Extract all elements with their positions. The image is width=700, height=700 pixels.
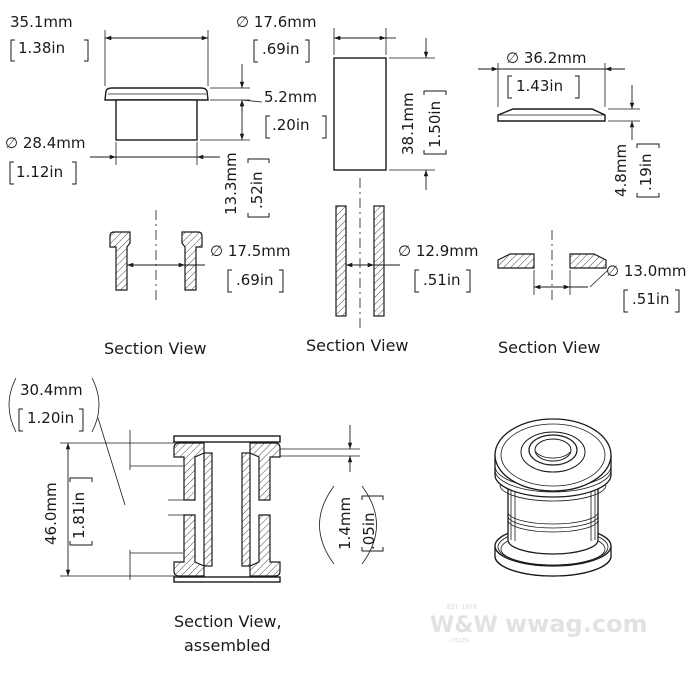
watermark: EST. 1979 W&W wwag.com CYCLES [430,604,648,644]
bushing-flange-height-mm: 5.2mm [264,88,317,106]
assembled-width-in: 1.20in [27,409,74,427]
bushing-body-height-mm: 13.3mm [222,152,240,215]
washer-section-view [497,230,609,300]
bushing-od-mm: ∅ 28.4mm [5,134,85,152]
assembled-gap-in: .05in [360,512,378,550]
assembled-height-in: 1.81in [70,492,88,539]
washer-diameter-mm: ∅ 36.2mm [506,49,586,67]
assembled-caption-line1: Section View, [174,612,282,631]
washer-thickness-mm: 4.8mm [612,144,630,197]
assembled-gap-mm: 1.4mm [336,497,354,550]
section-view-caption-2: Section View [306,336,409,355]
watermark-logo: W&W [430,613,498,638]
watermark-origin: CYCLES [450,638,469,644]
section-view-caption-1: Section View [104,339,207,358]
sleeve-bore-in: .51in [423,271,461,289]
washer-diameter-in: 1.43in [516,77,563,95]
watermark-brand: wwag.com [505,610,648,638]
sleeve-section-view [335,178,400,330]
sleeve-length-in: 1.50in [426,101,444,148]
bushing-length-mm: 35.1mm [10,13,73,31]
sleeve-length-mm: 38.1mm [399,92,417,155]
bushing-length-in: 1.38in [18,39,65,57]
bushing-section-view [109,210,205,300]
bushing-bore-mm: ∅ 17.5mm [210,242,290,260]
sleeve-body [333,57,387,171]
bushing-bore-in: .69in [236,271,274,289]
bushing-body [115,99,198,141]
sleeve-bore-mm: ∅ 12.9mm [398,242,478,260]
bushing-body-height-in: .52in [248,171,266,209]
assembled-section-view [60,417,360,583]
washer-bore-mm: ∅ 13.0mm [606,262,686,280]
watermark-est: EST. 1979 [447,604,477,611]
sleeve-diameter-mm: ∅ 17.6mm [236,13,316,31]
washer-thickness-in: .19in [637,153,655,191]
washer-bore-in: .51in [632,290,670,308]
sleeve-elevation [333,28,435,190]
bushing-od-in: 1.12in [16,163,63,181]
assembled-caption-line2: assembled [184,636,271,655]
assembled-height-mm: 46.0mm [42,482,60,545]
bushing-3d-view [494,418,612,577]
section-view-caption-3: Section View [498,338,601,357]
flanged-bushing-elevation [90,30,263,165]
assembled-width-mm: 30.4mm [20,381,83,399]
sleeve-diameter-in: .69in [262,40,300,58]
washer-elevation [478,63,640,140]
bushing-flange-height-in: .20in [272,116,310,134]
